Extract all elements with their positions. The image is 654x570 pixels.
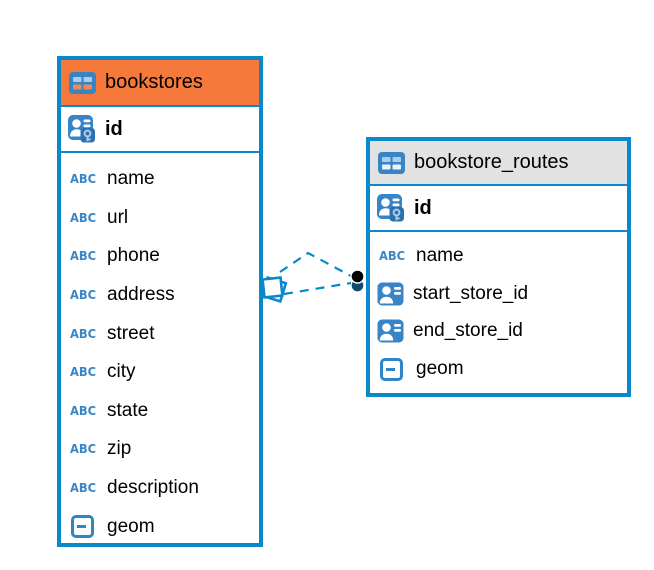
text-abc-icon: ABC [69,442,97,457]
text-abc-icon: ABC [69,249,97,264]
primary-key-icon [67,114,96,145]
geometry-icon [380,357,403,381]
text-abc-icon: ABC [69,326,97,342]
text-abc-icon: ABC [69,287,97,303]
column-label: state [107,399,149,421]
column-row[interactable]: ABC name [370,237,627,275]
text-abc-icon: ABC [69,480,97,496]
primary-key-row[interactable]: id [370,186,627,232]
column-label: geom [416,358,464,380]
primary-key-row[interactable]: id [61,107,259,153]
column-row[interactable]: ABC description [61,469,259,508]
diamond-marker[interactable] [260,276,288,303]
reference-icon [377,282,404,306]
column-row[interactable]: geom [61,507,259,546]
column-label: street [107,322,155,344]
column-row[interactable]: ABC city [61,353,259,392]
column-label: city [107,361,136,383]
column-row[interactable]: ABC street [61,314,259,353]
primary-key-label: id [105,117,123,140]
table-bookstore-routes[interactable]: bookstore_routes id ABC [366,137,631,397]
column-label: name [416,244,464,266]
column-row[interactable]: geom [370,350,627,388]
column-list: ABC name ABC url ABC phone ABC address A… [61,153,259,546]
text-abc-icon: ABC [69,171,97,187]
column-label: address [107,284,175,306]
column-label: name [107,168,155,190]
column-label: description [107,477,199,499]
relationship-line-straight[interactable] [283,281,352,296]
column-label: zip [107,438,132,460]
column-list: ABC name start_store_id [370,232,627,393]
text-abc-icon: ABC [69,210,97,226]
table-title: bookstore_routes [414,151,569,173]
table-bookstores[interactable]: bookstores id ABC na [57,56,263,547]
table-bookstores-header[interactable]: bookstores [61,60,259,107]
table-icon [378,151,405,174]
relationship-line-bent[interactable] [279,251,352,277]
column-label: url [107,206,129,228]
column-row[interactable]: ABC url [61,199,259,238]
column-label: start_store_id [413,282,529,304]
text-abc-icon: ABC [378,248,406,264]
column-row[interactable]: ABC name [61,160,259,199]
dot-marker[interactable] [350,269,365,292]
text-abc-icon: ABC [69,403,97,419]
primary-key-icon [376,193,405,224]
column-row[interactable]: ABC state [61,392,259,431]
table-bookstore-routes-header[interactable]: bookstore_routes [370,141,627,186]
column-row[interactable]: start_store_id [370,275,627,313]
column-row[interactable]: ABC address [61,276,259,315]
column-row[interactable]: end_store_id [370,313,627,351]
column-label: geom [107,515,155,537]
column-label: end_store_id [413,320,523,342]
text-abc-icon: ABC [69,364,97,380]
column-row[interactable]: ABC phone [61,237,259,276]
table-icon [69,71,96,94]
column-label: phone [107,245,160,267]
reference-icon [377,319,404,343]
geometry-icon [71,515,94,539]
table-title: bookstores [105,71,203,93]
primary-key-label: id [414,196,432,219]
column-row[interactable]: ABC zip [61,430,259,469]
